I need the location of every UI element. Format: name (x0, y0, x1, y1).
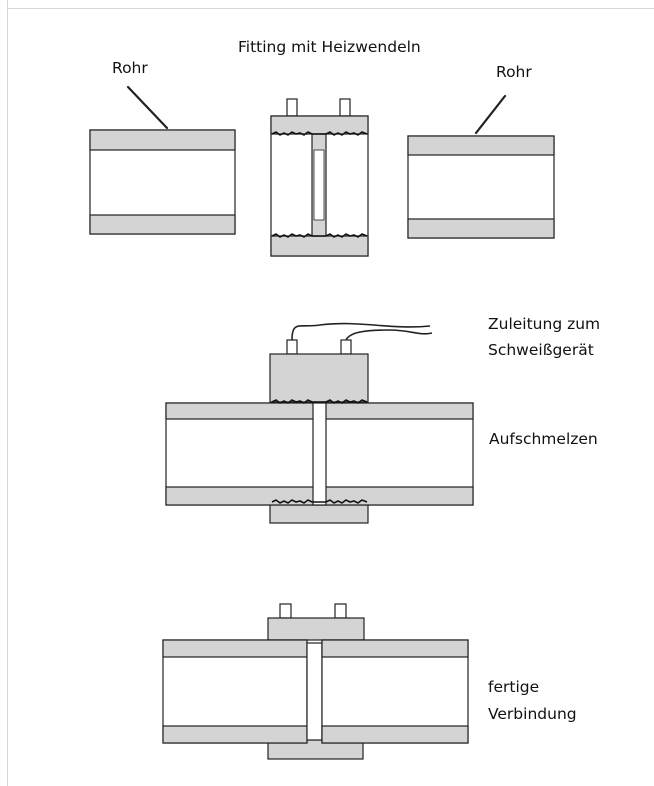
left-pipe (89, 129, 236, 235)
fitting-center-gap (313, 149, 325, 221)
stage-3-finished: fertige Verbindung (162, 603, 577, 760)
stage3-center-gap (306, 642, 323, 741)
fitting-terminal-left (286, 98, 298, 117)
stage2-fitting-top (269, 353, 369, 403)
finished-label-1: fertige (488, 678, 539, 696)
stage3-terminal-right (334, 603, 347, 619)
melting-label: Aufschmelzen (489, 430, 598, 448)
left-pipe-bottom-wall (89, 214, 236, 235)
stage3-terminal-left (279, 603, 292, 619)
stage3-fitting-top (267, 617, 365, 641)
right-pipe-top-wall (407, 135, 555, 156)
finished-label-2: Verbindung (488, 705, 577, 723)
stage2-center-gap (312, 402, 327, 506)
fitting-bottom-wall (270, 235, 369, 257)
stage2-terminal-left (286, 339, 298, 355)
stage3-right-pipe-top-wall (321, 639, 469, 658)
fitting-label: Fitting mit Heizwendeln (238, 38, 421, 56)
right-pipe-bottom-wall (407, 218, 555, 239)
heating-wire-top (271, 131, 368, 136)
left-pipe-top-wall (89, 129, 236, 151)
supply-line-label-2: Schweißgerät (488, 341, 594, 359)
right-pipe-pointer (474, 94, 507, 135)
heating-wire-bottom (271, 233, 368, 238)
stage2-melt-zone-bottom (271, 499, 368, 504)
supply-cable-left (291, 322, 431, 341)
supply-line-label-1: Zuleitung zum (488, 315, 600, 333)
supply-cable-right (345, 329, 433, 341)
left-pipe-pointer (126, 85, 169, 130)
fitting-top-wall (270, 115, 369, 135)
stage3-right-pipe-bottom-wall (321, 725, 469, 744)
stage-2-melting: Zuleitung zum Schweißgerät Aufschmelzen (165, 315, 600, 524)
stage2-terminal-right (340, 339, 352, 355)
right-pipe (407, 135, 555, 239)
fitting (270, 98, 369, 257)
stage-1-parts: Fitting mit Heizwendeln Rohr Rohr (89, 38, 555, 257)
stage3-left-pipe-bottom-wall (162, 725, 308, 744)
stage2-melt-zone-top (271, 399, 368, 404)
stage3-left-pipe-top-wall (162, 639, 308, 658)
left-pipe-label: Rohr (112, 59, 148, 77)
right-pipe-label: Rohr (496, 63, 532, 81)
fitting-terminal-right (339, 98, 351, 117)
